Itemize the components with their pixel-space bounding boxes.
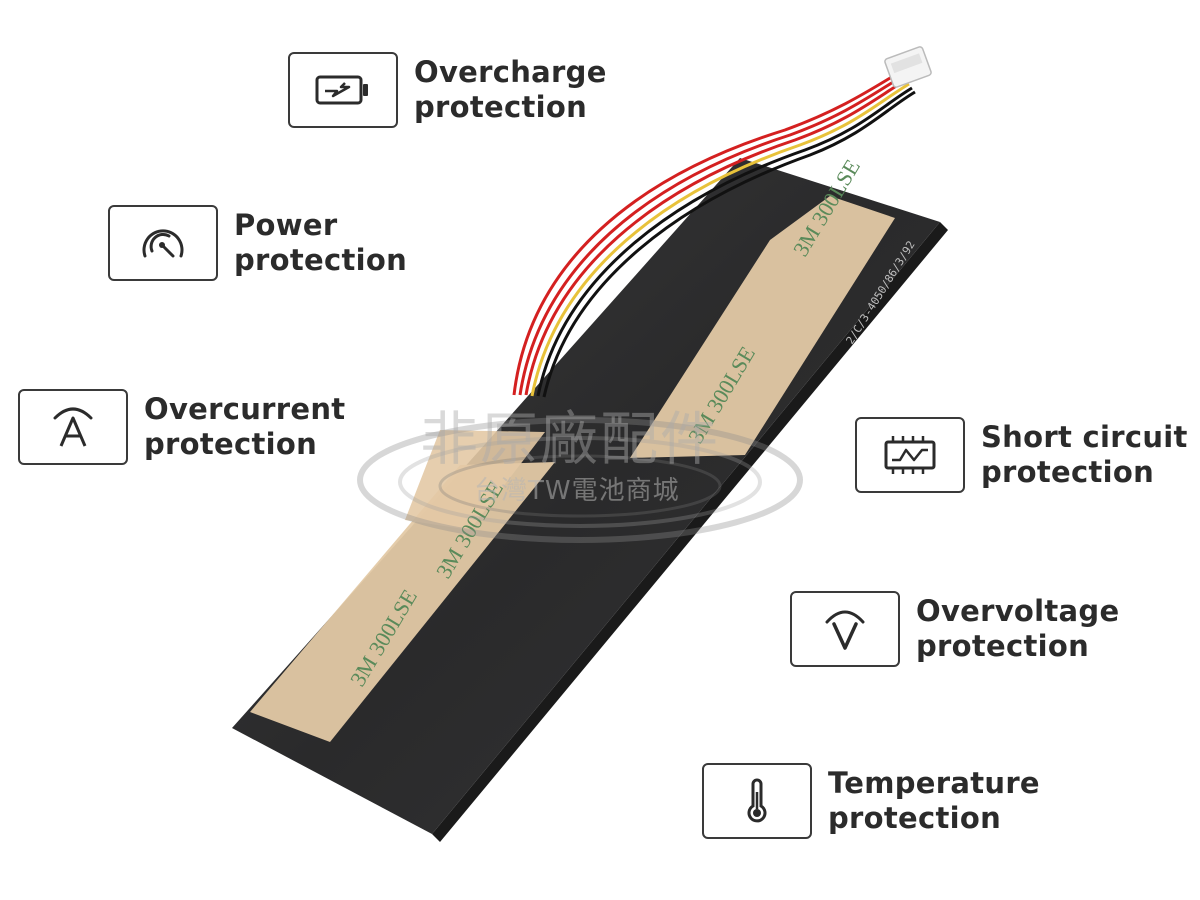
ampere-icon xyxy=(53,407,93,447)
feature-short-circuit: Short circuit protection xyxy=(855,417,1188,493)
feature-overvoltage: Overvoltage protection xyxy=(790,591,1119,667)
feature-label: Temperature protection xyxy=(828,766,1040,836)
feature-title: Overcharge xyxy=(414,55,607,89)
gauge-icon xyxy=(142,229,184,258)
feature-label: Overvoltage protection xyxy=(916,594,1119,664)
feature-subtitle: protection xyxy=(144,427,318,461)
feature-label: Overcurrent protection xyxy=(144,392,345,462)
watermark-main: 非原廠配件 xyxy=(420,405,721,473)
feature-label: Power protection xyxy=(234,208,407,278)
feature-subtitle: protection xyxy=(916,629,1090,663)
icon-box xyxy=(108,205,218,281)
feature-label: Short circuit protection xyxy=(981,420,1188,490)
battery-charge-icon xyxy=(315,75,368,105)
icon-box xyxy=(702,763,812,839)
swirl-ring xyxy=(438,454,722,518)
feature-label: Overcharge protection xyxy=(414,55,607,125)
icon-box xyxy=(288,52,398,128)
swirl-ring xyxy=(398,436,762,528)
thermometer-icon xyxy=(747,778,767,823)
feature-title: Overcurrent xyxy=(144,392,346,426)
wire-connector xyxy=(884,46,932,88)
icon-box xyxy=(790,591,900,667)
tape-patch xyxy=(405,430,545,530)
circuit-board-icon xyxy=(884,436,936,474)
feature-subtitle: protection xyxy=(414,90,588,124)
feature-title: Power xyxy=(234,208,338,242)
feature-overcurrent: Overcurrent protection xyxy=(18,389,345,465)
feature-subtitle: protection xyxy=(828,801,1002,835)
feature-temperature: Temperature protection xyxy=(702,763,1040,839)
tape-strip-lower xyxy=(250,462,555,742)
wire-bundle xyxy=(512,70,916,398)
feature-overcharge: Overcharge protection xyxy=(288,52,607,128)
feature-power: Power protection xyxy=(108,205,407,281)
feature-title: Short circuit xyxy=(981,420,1188,454)
feature-subtitle: protection xyxy=(234,243,408,277)
voltage-icon xyxy=(825,610,865,650)
feature-title: Overvoltage xyxy=(916,594,1120,628)
tape-strip-upper xyxy=(630,196,895,458)
feature-title: Temperature xyxy=(828,766,1040,800)
icon-box xyxy=(18,389,128,465)
battery-edge xyxy=(432,222,948,842)
icon-box xyxy=(855,417,965,493)
swirl-ring xyxy=(357,417,803,543)
feature-subtitle: protection xyxy=(981,455,1155,489)
watermark-sub: 台灣TW電池商城 xyxy=(474,476,680,506)
